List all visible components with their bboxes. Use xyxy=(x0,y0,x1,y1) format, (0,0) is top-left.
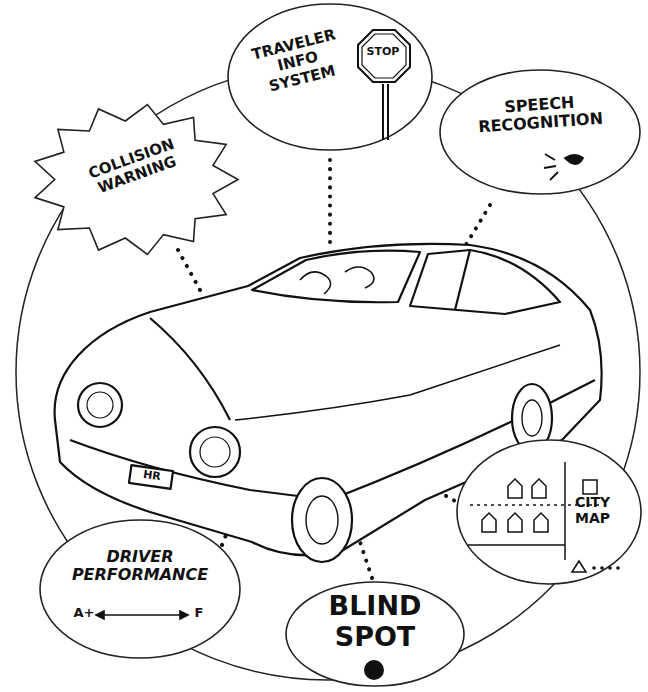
bubble-text: F xyxy=(188,606,210,621)
city-map-bubble: CITY MAP xyxy=(455,438,643,586)
ellipse-outline xyxy=(455,438,643,586)
driver-performance-bubble: DRIVER PERFORMANCE A+ F xyxy=(38,518,242,660)
blind-spot-bubble: BLIND SPOT xyxy=(284,580,466,688)
bubble-title: COLLISION WARNING xyxy=(70,130,199,205)
speech-recognition-bubble: SPEECH RECOGNITION xyxy=(438,68,642,196)
traveler-info-bubble: TRAVELER INFO SYSTEM STOP xyxy=(226,2,434,152)
bubble-title: CITY MAP xyxy=(575,494,633,526)
bubble-title: DRIVER PERFORMANCE xyxy=(60,548,220,585)
bubble-title: SPEECH RECOGNITION xyxy=(459,90,621,138)
bubble-text: STOP xyxy=(360,46,406,59)
collision-warning-burst: COLLISION WARNING xyxy=(30,102,240,257)
ellipse-outline xyxy=(38,518,242,660)
license-plate-text: HR xyxy=(131,466,172,484)
bubble-title: BLIND SPOT xyxy=(304,590,446,652)
bubble-title: TRAVELER INFO SYSTEM xyxy=(243,25,353,99)
bubble-text: A+ xyxy=(68,606,100,621)
